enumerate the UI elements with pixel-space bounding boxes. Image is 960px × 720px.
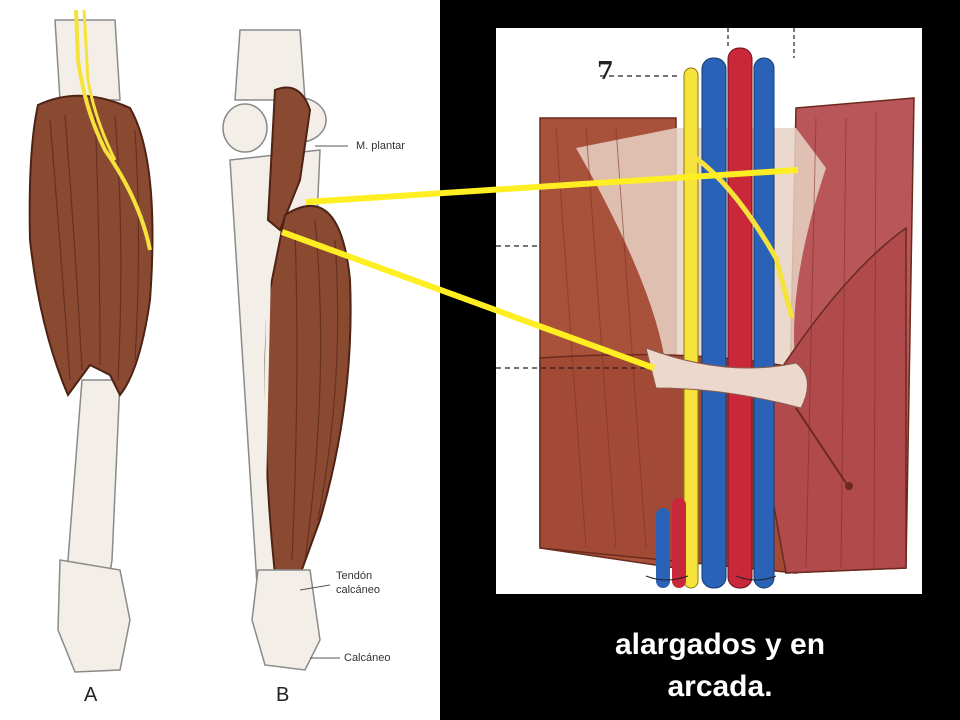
- leg-illustrations-panel: M. plantar Tendón calcáneo Calcáneo A B: [0, 0, 440, 720]
- detail-illustration-drawing: [496, 28, 915, 589]
- label-calcaneo: Calcáneo: [344, 652, 391, 664]
- caption-line-2: arcada.: [667, 670, 773, 703]
- label-tendon-line1: Tendón: [336, 570, 373, 582]
- leg-illustrations: [28, 9, 352, 673]
- figure-letter-a: A: [84, 684, 98, 706]
- figure-a-drawing: [28, 9, 154, 673]
- label-m-plantar: M. plantar: [356, 140, 405, 152]
- slide-caption: alargados y en arcada.: [520, 624, 920, 708]
- figure-number-7: 7: [597, 56, 614, 85]
- detail-illustration: [496, 28, 922, 594]
- label-tendon-line2: calcáneo: [336, 584, 381, 596]
- caption-line-1: alargados y en: [614, 628, 826, 661]
- figure-b-drawing: [222, 29, 352, 671]
- figure-letter-b: B: [276, 684, 290, 706]
